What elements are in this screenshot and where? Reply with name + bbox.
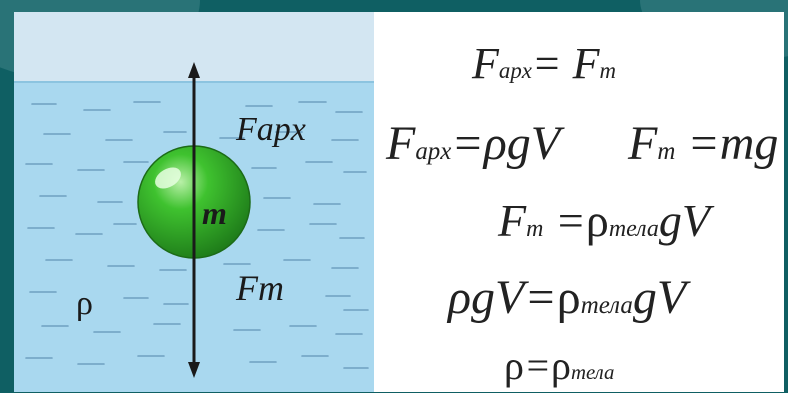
formula-equals: = [687,117,720,170]
formula-gravity: Fт =mg [628,116,778,171]
formula-term: ρ [556,271,581,324]
arrow-down-icon [188,362,200,378]
formula-term: F [628,117,658,170]
formula-equals: = [524,271,557,324]
density-label: ρ [76,285,93,322]
formula-equals: = [531,39,562,88]
formula-term: ρ [504,343,524,388]
formula-term: gV [658,195,710,246]
formula-term: ρ [585,195,609,246]
formula-equals: = [523,343,551,388]
formula-term: ρgV [448,271,525,324]
formula-subscript: тела [570,361,615,384]
vessel-diagram: Fapx m Fт ρ [14,12,374,392]
formula-equals: = [451,117,484,170]
water-waves [25,101,369,369]
force-up-label: Fapx [235,111,306,148]
formula-term: F [572,39,600,88]
formula-subscript: apx [498,58,532,83]
arrow-up-icon [188,62,200,78]
formula-subscript: тела [608,216,659,242]
formula-gravity-density: Fт =ρтелаgV [498,194,710,247]
formula-term: ρgV [483,117,561,170]
physics-panel: Fapx m Fт ρ Fapx= Fт Fapx=ρgV Fт =mg Fт … [14,12,784,392]
formula-subscript: тела [580,292,633,319]
mass-label: m [202,195,227,231]
ball-highlight [155,167,181,189]
formula-term: F [498,195,527,246]
force-down-label: Fт [235,268,284,308]
formula-subscript: т [657,138,676,165]
formula-archimedes: Fapx=ρgV [386,116,560,171]
formula-equilibrium: Fapx= Fт [472,38,616,89]
formula-subscript: apx [415,138,452,165]
formula-term: ρ [550,343,571,388]
formula-term: mg [719,117,779,170]
formula-term: gV [632,271,687,324]
formula-term: F [386,117,416,170]
formula-density-equality: ρ=ρтела [504,342,614,389]
formula-term: F [472,39,499,88]
formula-subscript: т [526,216,544,242]
formula-balance: ρgV=ρтелаgV [448,270,686,325]
formulas-area: Fapx= Fт Fapx=ρgV Fт =mg Fт =ρтелаgV ρgV… [376,12,784,392]
formula-subscript: т [599,58,617,83]
formula-equals: = [554,195,586,246]
